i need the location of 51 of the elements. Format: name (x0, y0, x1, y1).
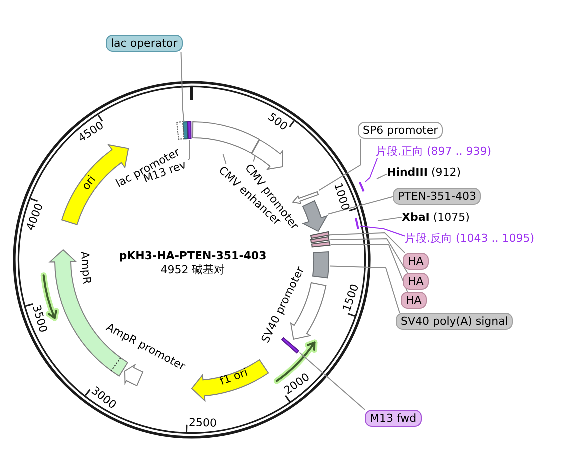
feature-label: HA (403, 253, 429, 270)
feature-label: SV40 poly(A) signal (396, 313, 514, 330)
leader-line (180, 52, 185, 122)
feature-label: HA (401, 292, 427, 309)
site-label: HindIII (912) (387, 166, 462, 179)
feature-label: HA (403, 273, 429, 290)
feature-label: lac operator (106, 35, 183, 52)
leader-line (329, 266, 400, 314)
feature-block (312, 250, 330, 279)
primer-mark (354, 217, 360, 231)
feature-block (60, 144, 130, 226)
leader-line (318, 138, 362, 192)
feature-bar (176, 121, 185, 141)
tick-label: 4000 (24, 202, 46, 233)
leader-line (364, 158, 378, 183)
tick-label: 1500 (340, 282, 362, 314)
feature-bar (310, 231, 330, 240)
feature-block (191, 359, 270, 402)
feature-label: AmpR (78, 251, 94, 285)
leader-line (328, 196, 394, 215)
plasmid-name: pKH3-HA-PTEN-351-403 (119, 250, 267, 262)
tick-label: 4500 (75, 119, 106, 146)
primer-mark (358, 181, 366, 194)
feature-bar (186, 121, 192, 140)
site-label: XbaI (1075) (402, 211, 470, 224)
leader-line (329, 232, 406, 254)
feature-block (302, 200, 328, 233)
leader-line (188, 140, 190, 160)
leader-line (360, 226, 406, 237)
tick-label: 1000 (332, 181, 352, 212)
feature-bar (310, 236, 331, 244)
feature-bar (280, 336, 300, 354)
leader-line (222, 154, 227, 164)
leader-line (299, 352, 366, 410)
primer-label: 片段.反向 (1043 .. 1095) (405, 232, 535, 245)
feature-block (192, 121, 260, 154)
feature-bar (311, 241, 332, 249)
leader-line (330, 238, 408, 274)
leader-line (378, 216, 402, 222)
leader-line (330, 244, 408, 292)
feature-label: PTEN-351-403 (393, 188, 482, 205)
tick-label: 500 (266, 110, 291, 134)
feature-label: SP6 promoter (358, 122, 444, 139)
primer-label: 片段.正向 (897 .. 939) (376, 145, 492, 158)
plasmid-size: 4952 碱基对 (160, 264, 226, 276)
feature-label: f1 ori (218, 366, 250, 388)
tick-label: 2500 (188, 416, 218, 430)
leader-line (376, 174, 388, 180)
feature-label: M13 fwd (365, 410, 422, 427)
tick-label: 3500 (30, 304, 50, 334)
feature-label: ori (79, 173, 98, 193)
